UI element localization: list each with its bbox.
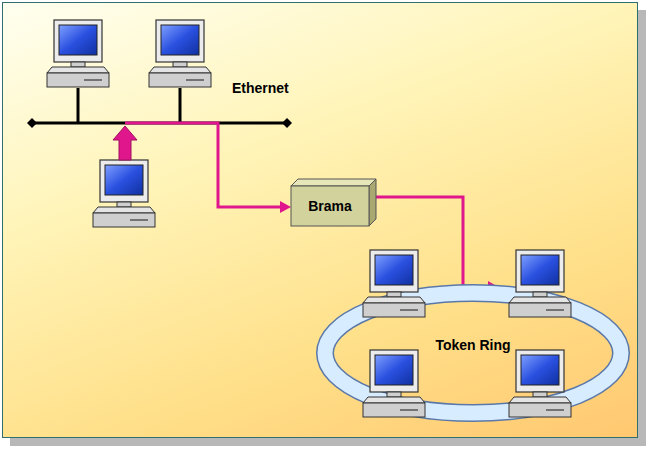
ring-computer [363, 250, 425, 317]
ring-shape [317, 285, 629, 421]
token-ring: Token Ring [317, 285, 629, 421]
network-label: Ethernet [232, 80, 289, 96]
ring-computer [363, 350, 425, 417]
gateway-box: Brama [291, 186, 369, 226]
gateway-label: Brama [308, 198, 352, 214]
ring-computer [509, 350, 571, 417]
ring-computer [509, 250, 571, 317]
ring-label: Token Ring [435, 337, 510, 353]
